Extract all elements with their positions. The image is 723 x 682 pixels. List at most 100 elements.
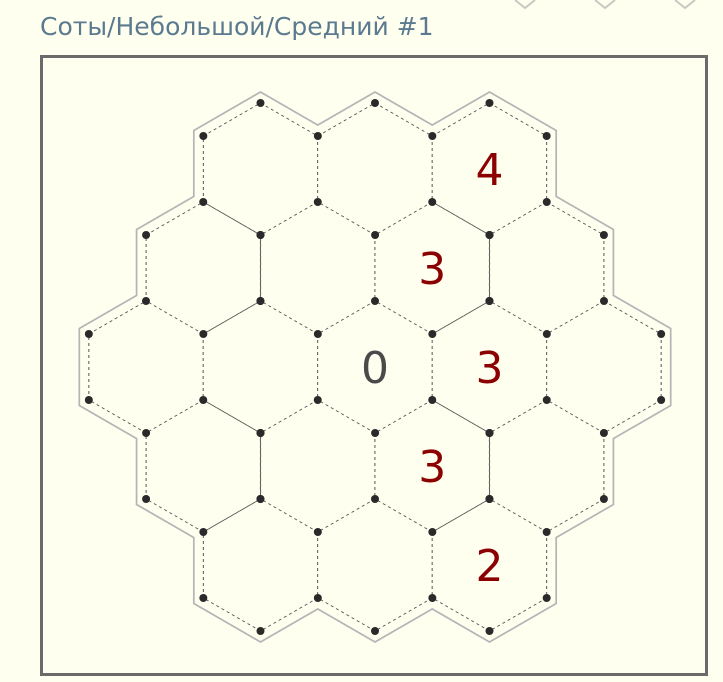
- outline-fill: [423, 489, 556, 641]
- grid-dot: [657, 330, 666, 338]
- grid-edge[interactable]: [489, 201, 547, 236]
- grid-dot: [313, 396, 322, 404]
- grid-dot: [256, 297, 265, 305]
- grid-edge[interactable]: [374, 102, 433, 137]
- grid-edge[interactable]: [88, 399, 147, 434]
- grid-edge[interactable]: [546, 201, 605, 236]
- grid-edge[interactable]: [145, 498, 204, 533]
- grid-dot: [142, 429, 151, 437]
- grid-edge[interactable]: [546, 300, 605, 335]
- grid-edge[interactable]: [374, 300, 433, 335]
- grid-edge[interactable]: [489, 597, 547, 632]
- grid-dot: [485, 495, 494, 503]
- grid-dot: [199, 594, 208, 602]
- grid-edge[interactable]: [489, 102, 547, 137]
- grid-dot: [542, 330, 551, 338]
- grid-edge[interactable]: [432, 597, 490, 632]
- grid-dot: [199, 528, 208, 536]
- grid-dot: [199, 330, 208, 338]
- grid-dot: [542, 132, 551, 140]
- grid-edge[interactable]: [317, 102, 376, 137]
- grid-dot: [657, 396, 666, 404]
- grid-edge[interactable]: [546, 399, 605, 434]
- grid-dot: [256, 99, 265, 107]
- grid-dot: [256, 231, 265, 239]
- grid-dot: [428, 132, 437, 140]
- cell-clue: 2: [476, 541, 504, 592]
- grid-dot: [542, 528, 551, 536]
- grid-edge[interactable]: [260, 597, 318, 632]
- grid-edge[interactable]: [203, 597, 261, 632]
- grid-edge[interactable]: [260, 498, 318, 533]
- grid-edge[interactable]: [317, 399, 376, 434]
- grid-dot: [371, 231, 380, 239]
- grid-edge[interactable]: [432, 498, 490, 533]
- grid-edge[interactable]: [432, 300, 490, 335]
- grid-edge[interactable]: [203, 399, 261, 434]
- grid-dot: [599, 429, 608, 437]
- grid-edge[interactable]: [317, 498, 376, 533]
- grid-edge[interactable]: [260, 399, 318, 434]
- grid-dot: [542, 198, 551, 206]
- grid-dot: [142, 297, 150, 305]
- grid-dot: [485, 231, 494, 239]
- top-toolbar-icons[interactable]: [505, 0, 705, 10]
- grid-edge[interactable]: [317, 300, 376, 335]
- grid-edge[interactable]: [145, 399, 204, 434]
- grid-edge[interactable]: [374, 201, 433, 236]
- grid-dot: [371, 297, 379, 305]
- grid-edge[interactable]: [374, 498, 433, 533]
- grid-edge[interactable]: [260, 102, 318, 137]
- grid-dot: [84, 396, 93, 404]
- grid-dot: [428, 330, 437, 338]
- grid-dot: [84, 330, 93, 338]
- grid-edge[interactable]: [432, 201, 490, 236]
- grid-edge[interactable]: [374, 597, 433, 632]
- grid-dot: [485, 99, 494, 107]
- grid-edge[interactable]: [432, 201, 490, 236]
- grid-dot: [542, 594, 551, 602]
- grid-edge[interactable]: [260, 300, 318, 335]
- grid-edge[interactable]: [317, 201, 376, 236]
- grid-edge[interactable]: [489, 300, 547, 335]
- grid-edge[interactable]: [203, 201, 261, 236]
- grid-edge[interactable]: [374, 399, 433, 434]
- grid-edge[interactable]: [432, 399, 490, 434]
- grid-edges[interactable]: [88, 102, 662, 632]
- grid-dot: [256, 495, 265, 503]
- grid-dot: [199, 396, 208, 404]
- grid-edge[interactable]: [489, 498, 547, 533]
- grid-dot: [371, 495, 379, 503]
- grid-dot: [371, 429, 380, 437]
- grid-edge[interactable]: [88, 300, 147, 335]
- grid-dot: [199, 198, 208, 206]
- grid-dot: [428, 594, 437, 602]
- grid-edge[interactable]: [489, 399, 547, 434]
- grid-edge[interactable]: [145, 201, 204, 236]
- grid-edge[interactable]: [317, 597, 376, 632]
- grid-edge[interactable]: [603, 300, 662, 335]
- grid-dot: [142, 495, 151, 503]
- grid-edge[interactable]: [203, 300, 261, 335]
- grid-dot: [313, 528, 322, 536]
- grid-dot: [428, 198, 437, 206]
- grid-dot: [485, 297, 494, 305]
- grid-edge[interactable]: [203, 498, 261, 533]
- grid-dot: [600, 297, 608, 305]
- board-outline: [78, 91, 672, 643]
- grid-edge[interactable]: [203, 102, 261, 137]
- grid-dot: [428, 396, 437, 404]
- grid-edge[interactable]: [603, 399, 662, 434]
- grid-dot: [485, 627, 494, 635]
- grid-edge[interactable]: [546, 498, 605, 533]
- grid-edge[interactable]: [432, 399, 490, 434]
- grid-edge[interactable]: [432, 102, 490, 137]
- cell-clue: 4: [476, 145, 504, 196]
- grid-edge[interactable]: [203, 399, 261, 434]
- grid-edge[interactable]: [203, 201, 261, 236]
- grid-edge[interactable]: [260, 201, 318, 236]
- grid-edge[interactable]: [145, 300, 204, 335]
- grid-dot: [485, 429, 494, 437]
